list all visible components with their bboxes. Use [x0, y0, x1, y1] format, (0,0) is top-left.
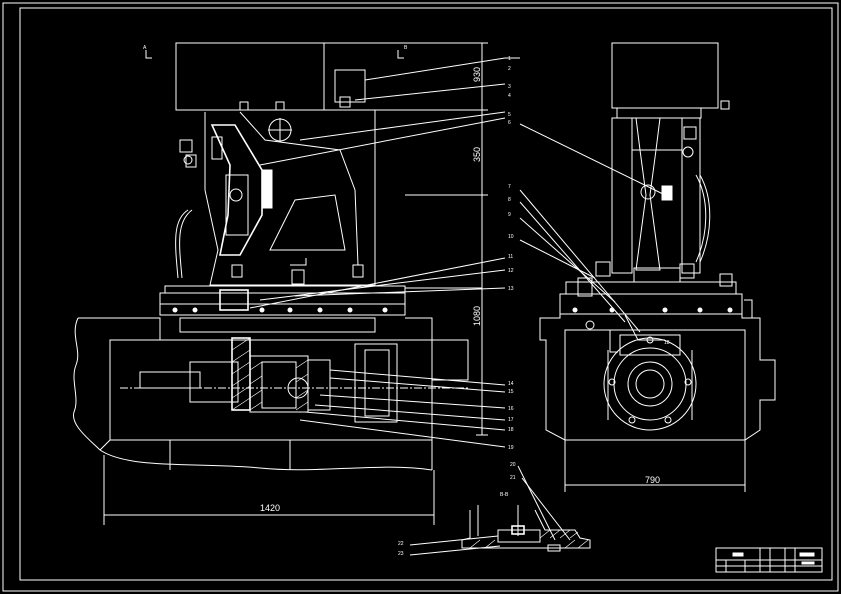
part-number: 9 [508, 212, 511, 218]
part-number: 3 [508, 84, 511, 90]
part-number: 22 [398, 541, 404, 547]
title-block [715, 547, 823, 573]
part-number: 11 [508, 254, 513, 260]
front-view [73, 42, 483, 471]
part-number: 13 [508, 286, 514, 292]
part-number: 10 [508, 234, 514, 240]
vertical-dimension: 930 350 1080 [405, 42, 488, 436]
part-number: 21 [510, 475, 516, 481]
part-number: 5 [508, 112, 511, 118]
part-number: 16 [508, 406, 514, 412]
part-number: 4 [508, 93, 511, 99]
section-mark-b: B [404, 45, 408, 51]
dim-right-width: 790 [645, 475, 660, 485]
part-number: 1 [508, 56, 511, 62]
detail-label: B-B [500, 492, 509, 498]
part-number: 8 [508, 197, 511, 203]
part-number: 14 [508, 381, 514, 387]
sheet-inner-border [19, 7, 833, 581]
detail-section: B-B [409, 465, 591, 556]
width-dimension-right: 790 [564, 440, 746, 492]
part-number: 7 [508, 184, 511, 190]
part-number: 2 [508, 66, 511, 72]
dim-slot-width: 18 [664, 340, 670, 346]
part-number: 17 [508, 417, 514, 423]
part-number: 18 [508, 427, 514, 433]
section-marks: A B [143, 45, 408, 266]
part-numbers-lower: 14 15 16 17 18 19 20 21 22 23 [398, 381, 516, 557]
part-number: 15 [508, 389, 514, 395]
part-number: 6 [508, 120, 511, 126]
part-numbers-upper: 1 2 3 4 5 6 7 8 9 10 11 12 13 [508, 56, 514, 292]
width-dimension-left: 1420 [103, 455, 435, 525]
part-number: 20 [510, 462, 516, 468]
side-view: 18 [519, 42, 776, 441]
dim-height-low: 1080 [472, 306, 482, 326]
part-number: 23 [398, 551, 404, 557]
part-number: 12 [508, 268, 514, 274]
part-number: 19 [508, 445, 514, 451]
dim-left-width: 1420 [260, 503, 280, 513]
dim-height-mid: 350 [472, 147, 482, 162]
leader-lines [249, 57, 520, 448]
section-mark-a: A [143, 45, 147, 51]
dim-height-top: 930 [472, 67, 482, 82]
